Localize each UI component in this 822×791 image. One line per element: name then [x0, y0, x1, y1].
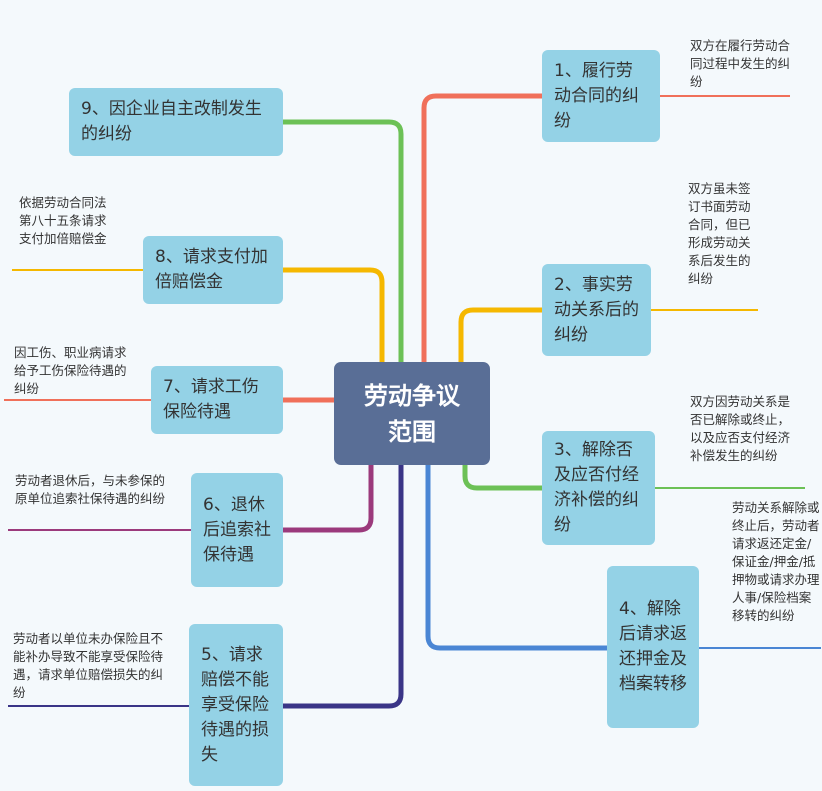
topic-7[interactable]: 7、请求工伤保险待遇 — [151, 366, 283, 434]
connector-branch-2 — [458, 307, 545, 365]
connector-branch-6 — [280, 462, 374, 533]
topic-5[interactable]: 5、请求赔偿不能享受保险待遇的损失 — [189, 624, 283, 786]
topic-9[interactable]: 9、因企业自主改制发生的纠纷 — [69, 88, 283, 156]
note-5: 劳动者以单位未办保险且不能补办导致不能享受保险待遇，请求单位赔偿损失的纠纷 — [13, 631, 164, 700]
note-7: 因工伤、职业病请求给予工伤保险待遇的纠纷 — [14, 345, 127, 396]
note-1: 双方在履行劳动合同过程中发生的纠纷 — [690, 38, 791, 89]
note-2: 双方虽未签订书面劳动合同，但已形成劳动关系后发生的纠纷 — [688, 181, 751, 286]
connector-branch-1 — [421, 93, 545, 365]
note-6: 劳动者退休后，与未参保的原单位追索社保待遇的纠纷 — [15, 473, 166, 506]
topic-6[interactable]: 6、退休后追索社保待遇 — [191, 473, 283, 587]
topic-4[interactable]: 4、解除后请求返还押金及档案转移 — [607, 566, 699, 728]
topic-1[interactable]: 1、履行劳动合同的纠纷 — [542, 50, 660, 142]
topic-2[interactable]: 2、事实劳动关系后的纠纷 — [542, 264, 651, 356]
central-topic[interactable]: 劳动争议范围 — [334, 362, 490, 465]
topic-8[interactable]: 8、请求支付加倍赔偿金 — [143, 236, 283, 304]
note-3: 双方因劳动关系是否已解除或终止，以及应否支付经济补偿发生的纠纷 — [690, 394, 791, 463]
connector-branch-3 — [462, 462, 545, 491]
note-8: 依据劳动合同法第八十五条请求支付加倍赔偿金 — [19, 195, 107, 246]
note-4: 劳动关系解除或终止后，劳动者请求返还定金/保证金/押金/抵押物或请求办理人事/保… — [732, 500, 820, 623]
connector-branch-9 — [280, 119, 404, 365]
connector-branch-4 — [425, 462, 610, 651]
topic-3[interactable]: 3、解除否及应否付经济补偿的纠纷 — [542, 431, 655, 545]
connector-branch-5 — [280, 462, 404, 709]
connector-branch-8 — [280, 267, 385, 365]
